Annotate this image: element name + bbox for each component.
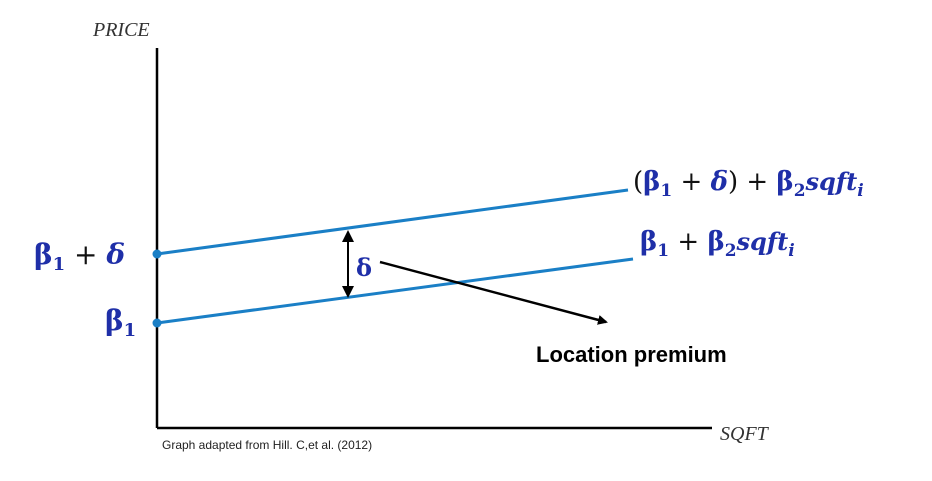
upper-beta2: β xyxy=(776,167,793,197)
upper-intercept-label: β1 + δ xyxy=(34,238,125,275)
lower-intercept-sub: 1 xyxy=(124,320,137,341)
location-premium-label: Location premium xyxy=(536,342,727,367)
delta-label: δ xyxy=(356,253,372,282)
upper-plus2: + xyxy=(738,167,776,197)
delta-arrow-head-up xyxy=(342,230,354,242)
upper-beta1: β xyxy=(643,167,660,197)
lower-line xyxy=(156,257,634,325)
annotation-arrow xyxy=(379,260,608,325)
upper-intercept-delta: δ xyxy=(105,238,125,271)
lower-beta1-sub: 1 xyxy=(657,241,669,261)
lower-sqft-sub: i xyxy=(788,241,794,261)
upper-line xyxy=(156,188,629,256)
upper-close-paren: ) xyxy=(728,167,738,197)
upper-plus1: + xyxy=(672,167,710,197)
lower-plus: + xyxy=(669,227,707,257)
lower-intercept-label: β1 xyxy=(105,304,136,341)
y-axis-label: PRICE xyxy=(92,19,150,41)
lower-intercept-point xyxy=(152,318,162,328)
lower-beta1: β xyxy=(640,227,657,257)
upper-sqft-sub: i xyxy=(857,181,863,201)
upper-sqft: sqft xyxy=(805,167,858,196)
upper-beta2-sub: 2 xyxy=(794,181,806,201)
upper-line-label: (β1 + δ) + β2sqfti xyxy=(633,167,864,201)
source-credit: Graph adapted from Hill. C,et al. (2012) xyxy=(162,438,372,452)
delta-arrow-head-down xyxy=(342,286,354,298)
lower-intercept-beta: β xyxy=(105,304,124,337)
upper-intercept-beta: β xyxy=(34,238,53,271)
lower-beta2-sub: 2 xyxy=(725,241,737,261)
upper-beta1-sub: 1 xyxy=(660,181,672,201)
upper-intercept-plus: + xyxy=(65,238,106,271)
upper-intercept-sub: 1 xyxy=(53,254,66,275)
upper-delta: δ xyxy=(710,167,728,197)
lower-line-label: β1 + β2sqfti xyxy=(640,227,795,261)
lower-sqft: sqft xyxy=(736,227,789,256)
x-axis-label: SQFT xyxy=(720,423,770,445)
lower-beta2: β xyxy=(707,227,724,257)
upper-intercept-point xyxy=(152,249,162,259)
upper-open-paren: ( xyxy=(633,167,643,197)
